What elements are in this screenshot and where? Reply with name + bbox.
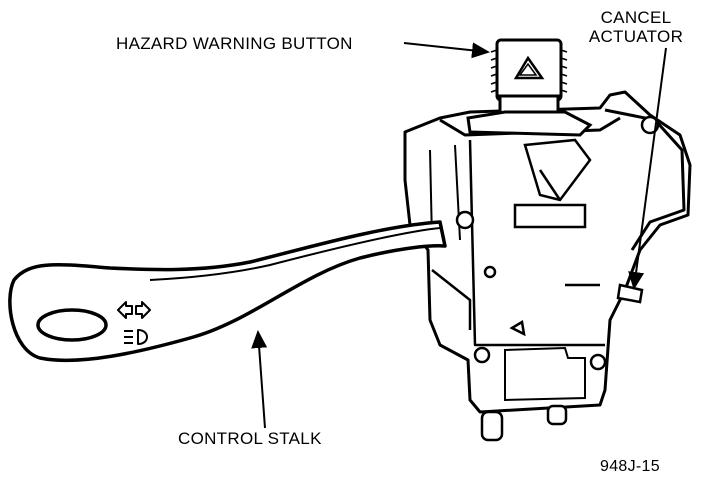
turn-signal-arrows-icon: [117, 301, 151, 319]
leader-lines: [251, 42, 667, 429]
figure-number: 948J-15: [600, 458, 660, 475]
headlamp-icon: [124, 329, 148, 345]
cancel-actuator-label-line1: CANCEL: [600, 8, 672, 27]
cancel-actuator-label-line2: ACTUATOR: [588, 27, 684, 46]
control-stalk-label: CONTROL STALK: [178, 429, 322, 448]
stalk-button: [36, 308, 108, 342]
cancel-actuator: [455, 115, 660, 442]
hazard-warning-button-label: HAZARD WARNING BUTTON: [116, 34, 353, 53]
control-stalk: [8, 220, 447, 363]
cancel-actuator-label: CANCEL ACTUATOR: [572, 8, 700, 46]
hazard-button: [466, 38, 593, 137]
